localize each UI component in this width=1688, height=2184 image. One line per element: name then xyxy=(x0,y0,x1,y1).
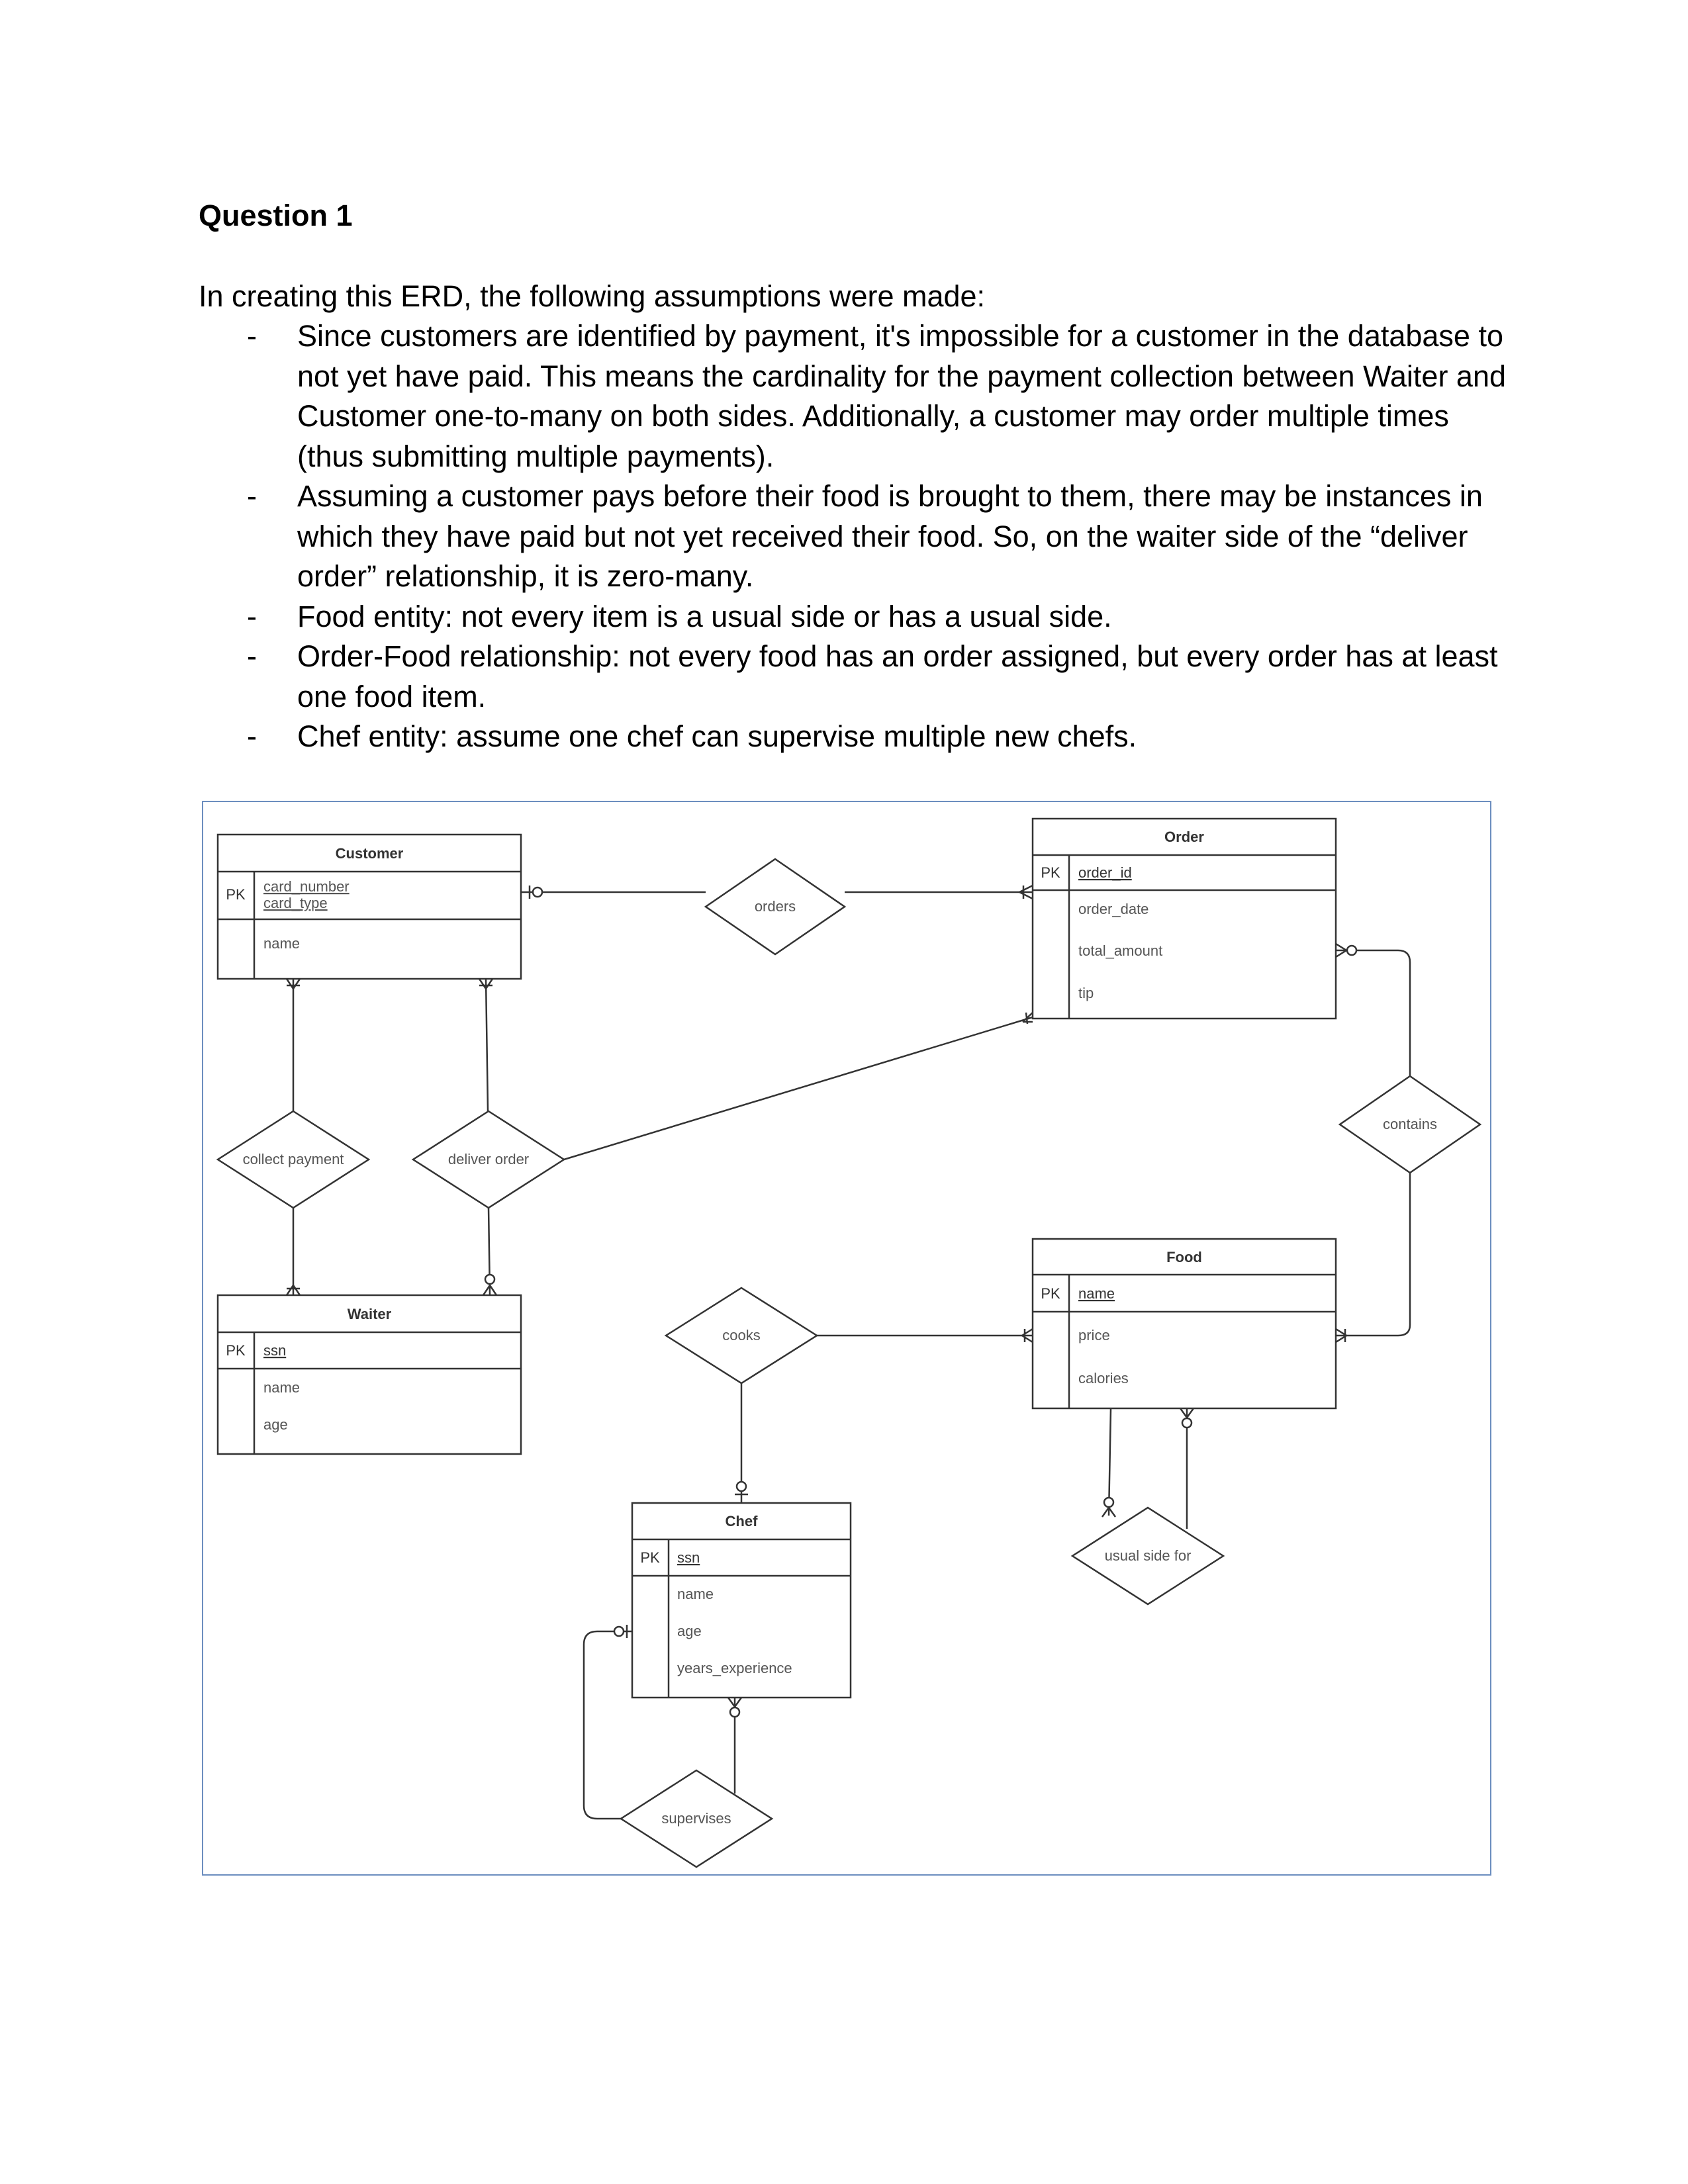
rel-collect-payment-diamond xyxy=(216,1110,371,1209)
food-attr-calories: calories xyxy=(1078,1370,1129,1387)
marker-food-cooks xyxy=(1020,1328,1033,1343)
entity-chef-title: Chef xyxy=(726,1513,759,1529)
bullet-marker: - xyxy=(247,599,257,633)
assumptions-list: - Since customers are identified by paym… xyxy=(0,316,1688,757)
order-pk-order-id: order_id xyxy=(1078,864,1132,881)
rel-contains-diamond xyxy=(1338,1075,1482,1174)
entity-chef: Chef PK ssn name age years_experience xyxy=(631,1502,852,1699)
entity-customer-title: Customer xyxy=(336,845,404,862)
pk-label: PK xyxy=(226,886,246,903)
list-item-text: Since customers are identified by paymen… xyxy=(297,319,1507,473)
chef-supervises-left-line xyxy=(583,1630,632,1820)
order-contains-line xyxy=(1336,949,1411,1076)
rel-collect-payment-label: collect payment xyxy=(243,1151,344,1167)
entity-order: Order PK order_id order_date total_amoun… xyxy=(1031,817,1337,1020)
entity-food-title: Food xyxy=(1166,1249,1202,1265)
erd-diagram-frame: orders collect payment deliver order con… xyxy=(202,801,1491,1876)
order-attr-total-amount: total_amount xyxy=(1078,942,1162,959)
marker-order-orders xyxy=(1017,884,1033,900)
contains-food-line xyxy=(1336,1173,1411,1337)
entity-order-title: Order xyxy=(1164,829,1204,845)
bullet-marker: - xyxy=(247,319,257,353)
chef-attr-age: age xyxy=(677,1623,702,1639)
marker-order-deliver xyxy=(1022,1012,1033,1024)
rel-cooks-diamond xyxy=(664,1287,819,1385)
customer-pk-card-number: card_number xyxy=(263,878,350,895)
order-attr-tip: tip xyxy=(1078,985,1094,1001)
marker-customer-deliver xyxy=(478,978,494,991)
rel-orders-label: orders xyxy=(755,898,796,915)
list-item-text: Food entity: not every item is a usual s… xyxy=(297,599,1112,633)
chef-attr-years-experience: years_experience xyxy=(677,1660,792,1676)
rel-usual-side-for-label: usual side for xyxy=(1105,1547,1192,1564)
entity-customer: Customer PK card_number card_type name xyxy=(216,833,522,980)
customer-attr-name: name xyxy=(263,935,300,952)
entity-waiter: Waiter PK ssn name age xyxy=(216,1294,522,1455)
waiter-pk-ssn: ssn xyxy=(263,1342,286,1359)
entity-waiter-title: Waiter xyxy=(348,1306,392,1322)
pk-label: PK xyxy=(640,1549,660,1566)
chef-attr-name: name xyxy=(677,1586,714,1602)
rel-deliver-order-label: deliver order xyxy=(448,1151,529,1167)
entity-food: Food PK name price calories xyxy=(1031,1238,1337,1410)
rel-cooks-label: cooks xyxy=(722,1327,760,1343)
order-attr-order-date: order_date xyxy=(1078,901,1149,917)
bullet-marker: - xyxy=(247,719,257,753)
list-item-text: Order-Food relationship: not every food … xyxy=(297,639,1498,713)
chef-pk-ssn: ssn xyxy=(677,1549,700,1566)
intro-paragraph: In creating this ERD, the following assu… xyxy=(199,279,986,313)
food-pk-name: name xyxy=(1078,1285,1115,1302)
pk-label: PK xyxy=(1041,1285,1060,1302)
waiter-attr-name: name xyxy=(263,1379,300,1396)
marker-customer-collect xyxy=(285,978,301,991)
marker-food-contains xyxy=(1335,1328,1348,1343)
list-item-text: Chef entity: assume one chef can supervi… xyxy=(297,719,1137,753)
marker-waiter-deliver xyxy=(482,1283,498,1296)
rel-supervises-diamond xyxy=(619,1769,774,1868)
erd-diagram: orders collect payment deliver order con… xyxy=(216,817,1482,1868)
deliver-order-order-line xyxy=(563,1016,1033,1161)
customer-pk-card-type: card_type xyxy=(263,895,328,911)
waiter-attr-age: age xyxy=(263,1416,288,1433)
bullet-marker: - xyxy=(247,479,257,513)
list-item: - Chef entity: assume one chef can super… xyxy=(0,717,1688,757)
bullet-marker: - xyxy=(247,639,257,673)
pk-label: PK xyxy=(226,1342,246,1359)
customer-deliver-order-line xyxy=(485,978,489,1112)
question-heading: Question 1 xyxy=(199,199,353,232)
rel-contains-label: contains xyxy=(1383,1116,1437,1132)
list-item: - Food entity: not every item is a usual… xyxy=(0,597,1688,637)
rel-orders-diamond xyxy=(704,858,847,956)
pk-label: PK xyxy=(1041,864,1060,881)
list-item-text: Assuming a customer pays before their fo… xyxy=(297,479,1483,593)
list-item: - Order-Food relationship: not every foo… xyxy=(0,637,1688,717)
rel-usual-side-for-diamond xyxy=(1070,1506,1225,1606)
rel-deliver-order-diamond xyxy=(411,1110,566,1209)
food-attr-price: price xyxy=(1078,1327,1110,1343)
marker-waiter-collect xyxy=(285,1283,301,1296)
list-item: - Assuming a customer pays before their … xyxy=(0,477,1688,597)
list-item: - Since customers are identified by paym… xyxy=(0,316,1688,477)
rel-supervises-label: supervises xyxy=(661,1810,731,1827)
